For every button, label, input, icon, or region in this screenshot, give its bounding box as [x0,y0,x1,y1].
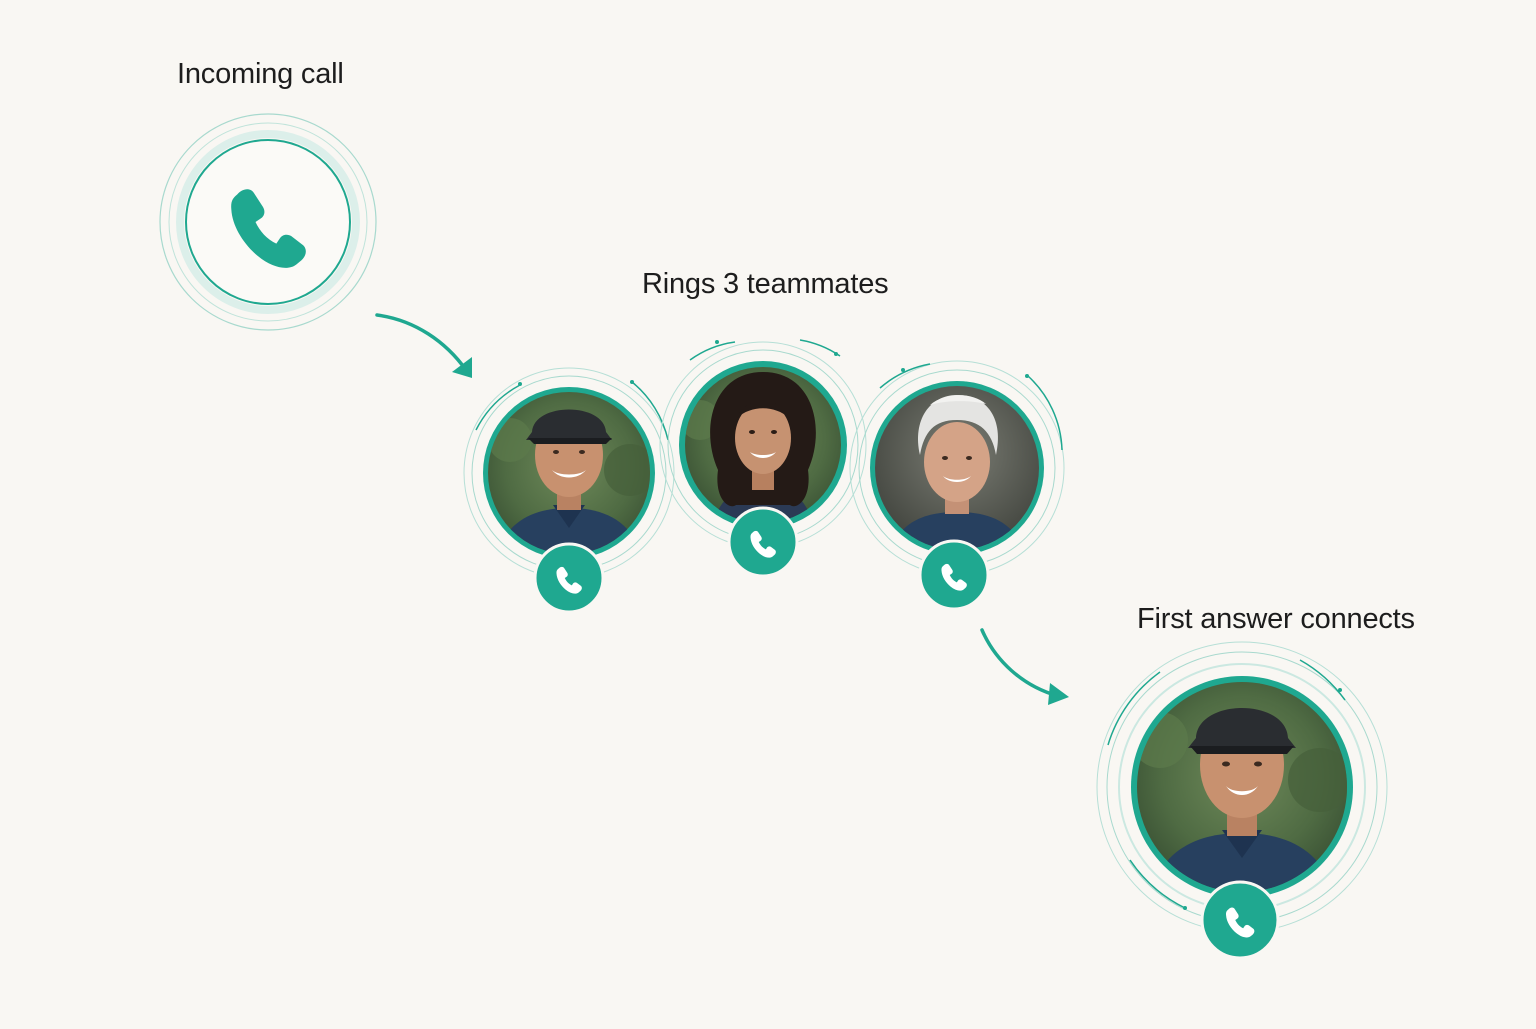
incoming-call-node [159,113,377,331]
teammate-avatar-1 [463,367,675,614]
incoming-call-label: Incoming call [177,58,344,90]
avatar [1137,682,1347,892]
avatar [685,367,841,523]
rings-teammates-label: Rings 3 teammates [642,268,889,300]
arrow-icon [375,313,472,378]
first-answer-label: First answer connects [1137,603,1415,635]
arrow-icon [980,628,1069,705]
teammate-avatar-2 [659,339,867,578]
teammate-avatar-3 [849,360,1065,611]
avatar [488,392,650,554]
connected-avatar [1096,641,1388,960]
